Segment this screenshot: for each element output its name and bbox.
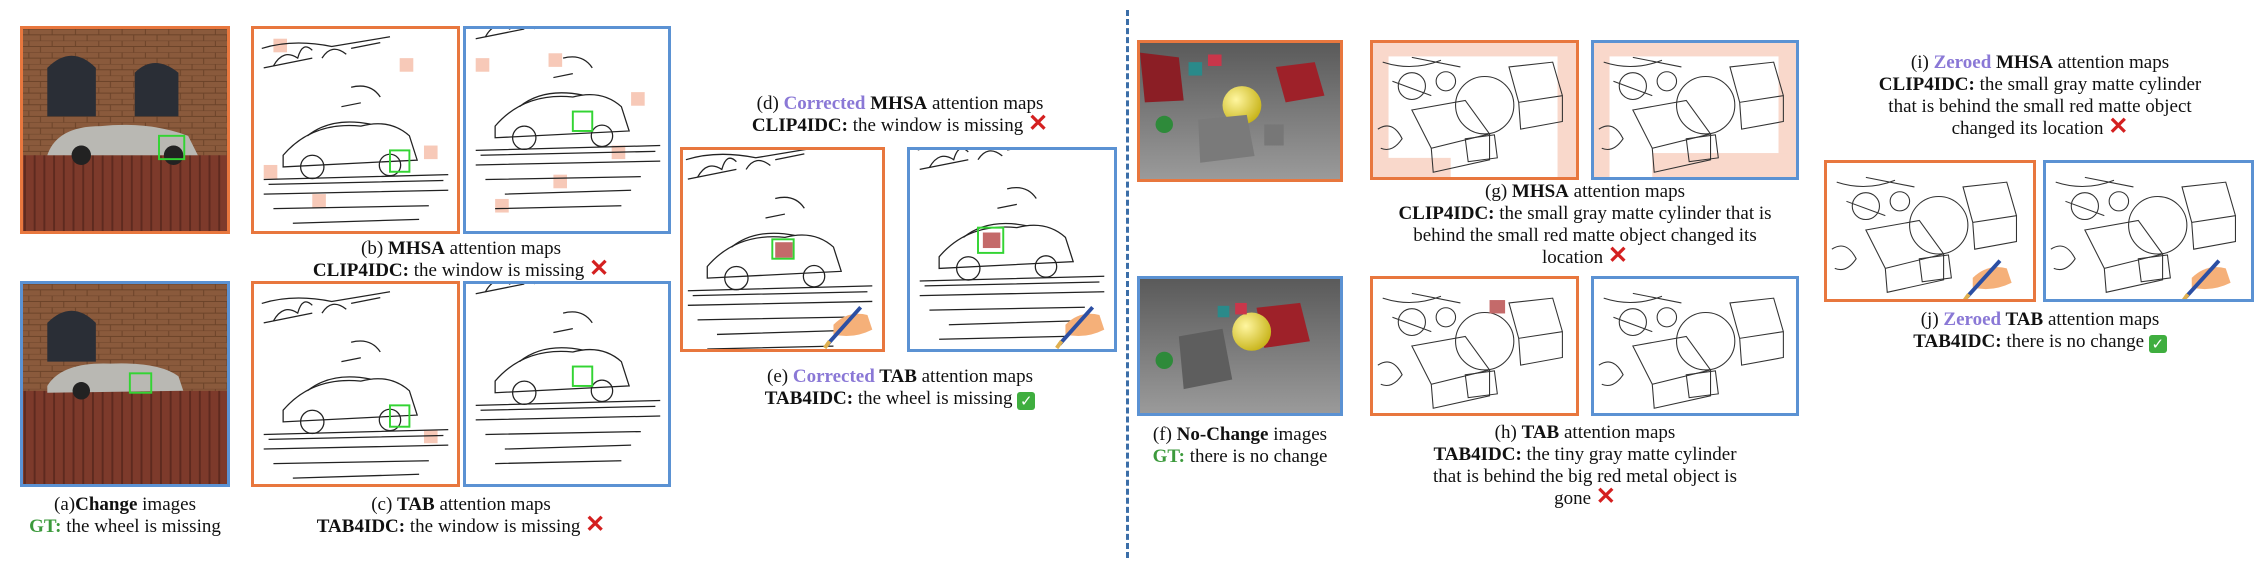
caption-d: (d) Corrected MHSA attention maps CLIP4I…	[751, 93, 1049, 137]
tab-map-after	[463, 281, 671, 487]
zeroed-mhsa-map	[1824, 160, 2036, 302]
caption-f: (f) No-Change images GT: there is no cha…	[1152, 424, 1328, 467]
no-change-image-before	[1137, 40, 1343, 182]
caption-g: (g) MHSA attention maps CLIP4IDC: the sm…	[1398, 181, 1772, 269]
change-image-before	[20, 26, 230, 234]
caption-b: (b) MHSA attention maps CLIP4IDC: the wi…	[312, 238, 610, 282]
zeroed-tab-map	[2043, 160, 2254, 302]
caption-c: (c) TAB attention maps TAB4IDC: the wind…	[316, 494, 606, 538]
caption-h: (h) TAB attention maps TAB4IDC: the tiny…	[1433, 422, 1737, 510]
mhsa-map-before	[251, 26, 460, 234]
clevr-tab-map-before	[1370, 276, 1579, 416]
tab-map-before	[251, 281, 460, 487]
caption-j: (j) Zeroed TAB attention maps TAB4IDC: t…	[1820, 309, 2260, 353]
clevr-tab-map-after	[1591, 276, 1799, 416]
no-change-image-after	[1137, 276, 1343, 416]
caption-e: (e) Corrected TAB attention maps TAB4IDC…	[680, 366, 1120, 410]
caption-i: (i) Zeroed MHSA attention maps CLIP4IDC:…	[1878, 52, 2202, 140]
change-image-after	[20, 281, 230, 487]
mhsa-map-after	[463, 26, 671, 234]
caption-a: (a)Change images GT: the wheel is missin…	[29, 494, 221, 537]
clevr-mhsa-map-after	[1591, 40, 1799, 180]
clevr-mhsa-map-before	[1370, 40, 1579, 180]
corrected-tab-map	[907, 147, 1117, 352]
section-divider	[1126, 10, 1129, 558]
corrected-mhsa-map	[680, 147, 885, 352]
